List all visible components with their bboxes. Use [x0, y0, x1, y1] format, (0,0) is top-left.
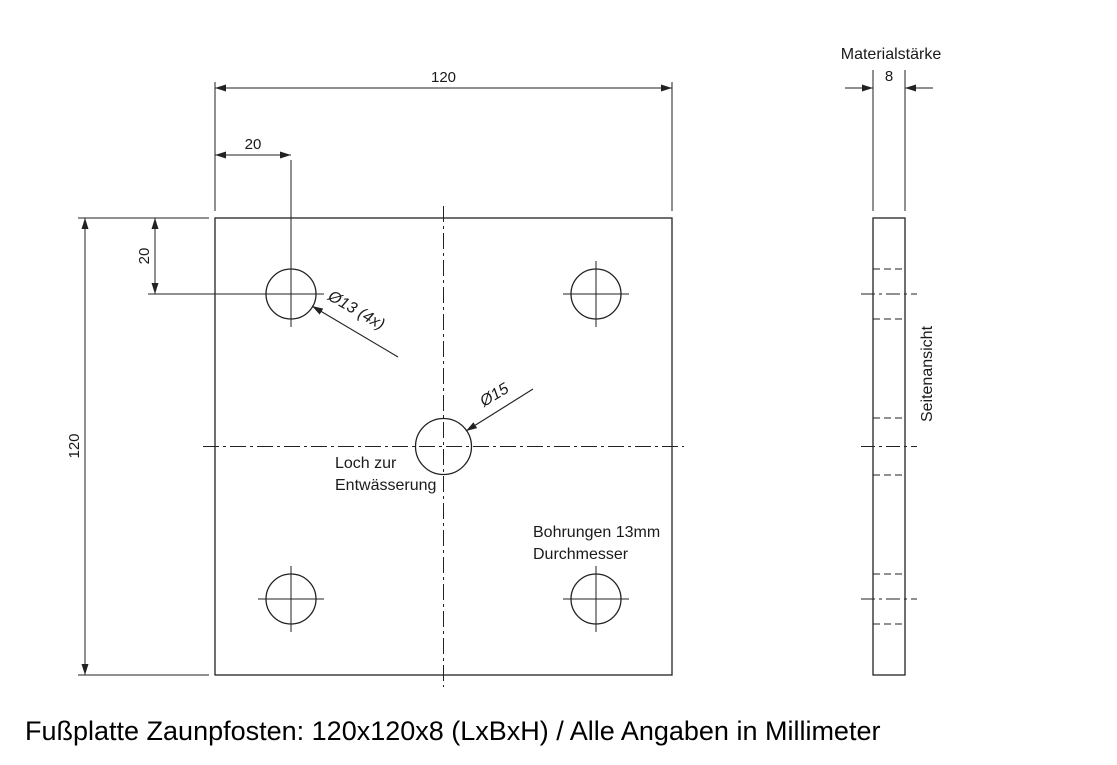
side-view-hidden-lines [873, 268, 905, 625]
leader-lines [311, 305, 534, 432]
hole-center-drain [414, 417, 473, 476]
annotation-labels: Ø13 (4x) Ø15 Loch zur Entwässerung Bohru… [324, 287, 660, 563]
center-hole-diameter-label: Ø15 [476, 380, 512, 411]
side-view-header: Materialstärke [841, 46, 942, 63]
bore-note-line1: Bohrungen 13mm [533, 524, 660, 541]
side-view-centerlines [861, 293, 917, 600]
dim-width-top-label: 120 [431, 69, 456, 86]
plate-centerlines [203, 206, 684, 687]
hole-center-crosses [258, 261, 629, 632]
dim-height-left-label: 120 [66, 433, 83, 458]
drain-note-line1: Loch zur [335, 455, 397, 472]
front-view [203, 206, 684, 687]
front-dimension-labels: 120 20 20 120 [66, 69, 456, 459]
drawing-caption: Fußplatte Zaunpfosten: 120x120x8 (LxBxH)… [25, 716, 880, 746]
side-view-label: Seitenansicht [919, 325, 936, 422]
drain-note-line2: Entwässerung [335, 477, 436, 494]
dim-offset-top-label: 20 [245, 136, 262, 153]
front-dimensions [78, 82, 673, 676]
bore-note-line2: Durchmesser [533, 546, 629, 563]
side-view-dimension [845, 70, 933, 211]
dim-offset-left-label: 20 [136, 248, 153, 265]
side-view [845, 70, 933, 676]
corner-hole-diameter-label: Ø13 (4x) [324, 287, 387, 333]
side-view-labels: Materialstärke 8 Seitenansicht [841, 46, 942, 422]
thickness-dim-label: 8 [885, 68, 893, 85]
